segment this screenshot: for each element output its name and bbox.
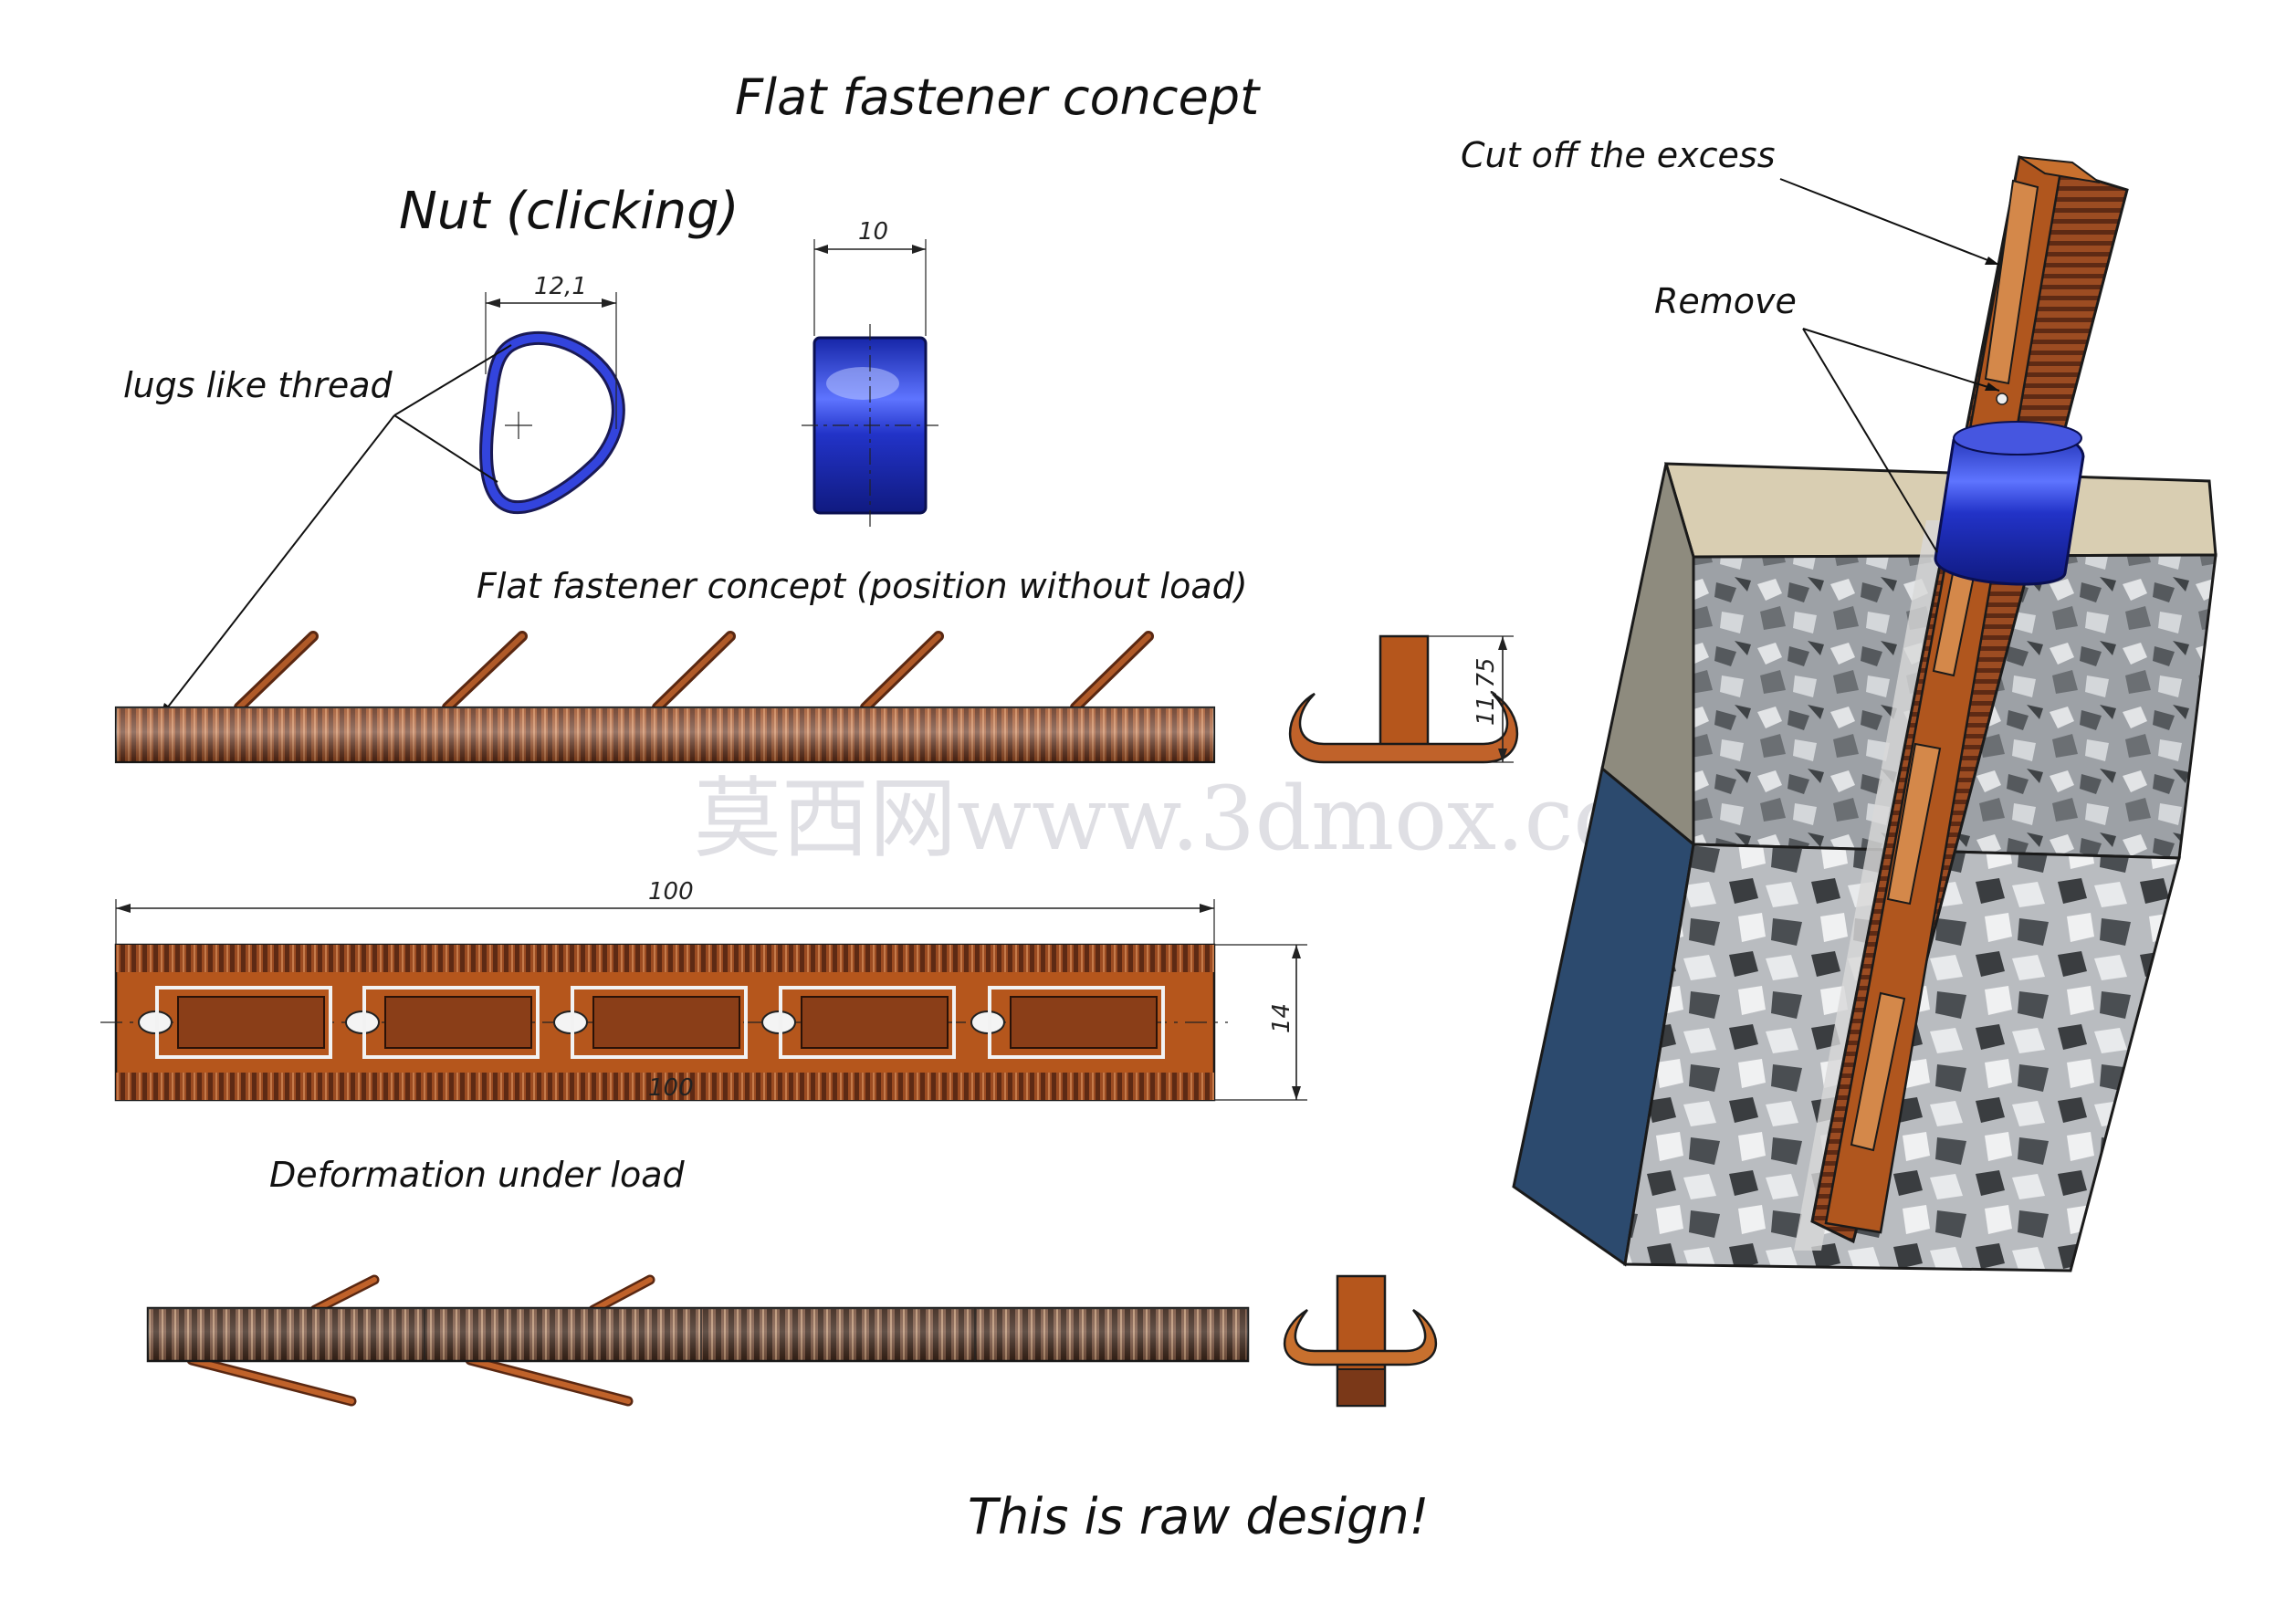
strip-top-view — [100, 943, 1228, 1102]
deformation-caption: Deformation under load — [269, 1155, 686, 1195]
nut-width-dimension: 12,1 — [485, 273, 617, 429]
raw-design-note: This is raw design! — [968, 1488, 1429, 1545]
slot-windows — [138, 986, 1165, 1059]
width-value: 14 — [1268, 1003, 1295, 1033]
nut-heading: Nut (clicking) — [399, 182, 739, 241]
length-dimension: 100 100 — [115, 878, 1215, 1102]
nut-top-view — [479, 330, 625, 515]
cross-section-no-load — [1288, 634, 1519, 764]
page-title: Flat fastener concept — [735, 68, 1261, 126]
nut-side-value: 10 — [858, 218, 888, 246]
blue-nut-3d — [1934, 421, 2085, 586]
length-inner-value: 100 — [648, 1074, 694, 1102]
no-load-caption: Flat fastener concept (position without … — [477, 566, 1248, 606]
nut-side-dimension: 10 — [813, 218, 927, 336]
remove-label: Remove — [1654, 281, 1797, 321]
nut-width-value: 12,1 — [534, 273, 587, 300]
cut-leader — [1779, 178, 2000, 266]
width-dimension: 14 — [1214, 944, 1307, 1101]
cross-section-deformed — [1283, 1274, 1438, 1408]
watermark: 莫西网www.3dmox.com — [694, 768, 1709, 870]
strip-deformed — [146, 1274, 1250, 1407]
strip-no-load — [114, 631, 1216, 764]
remove-leaders — [1802, 328, 2000, 553]
nut-side-view — [802, 324, 938, 528]
height-value: 11,75 — [1473, 658, 1500, 726]
cut-excess-label: Cut off the excess — [1461, 135, 1776, 175]
block-assembly — [1512, 155, 2217, 1272]
lugs-label: lugs like thread — [123, 365, 393, 405]
height-dimension: 11,75 — [1428, 635, 1514, 763]
length-value: 100 — [648, 878, 694, 906]
